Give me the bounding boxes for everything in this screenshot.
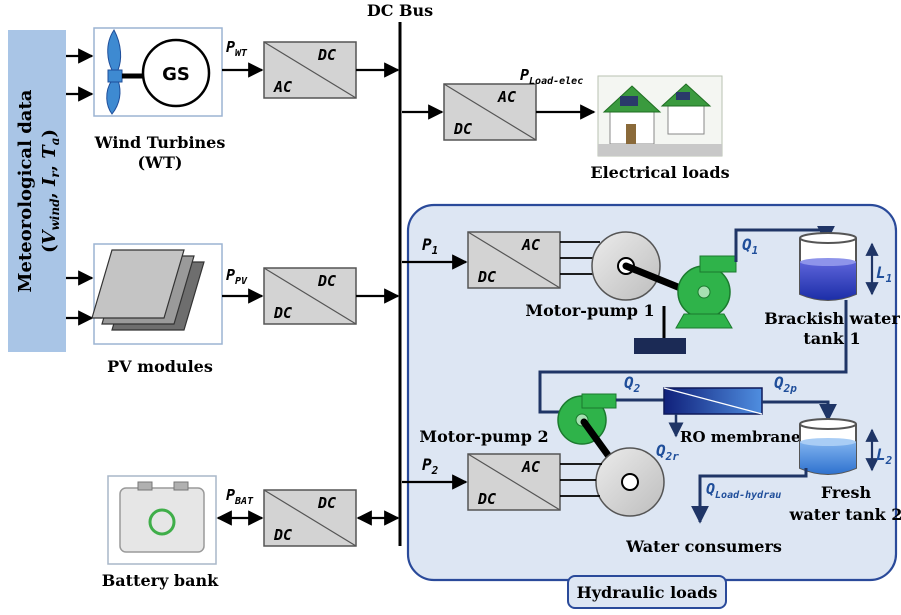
svg-text:DC: DC bbox=[317, 494, 336, 512]
svg-text:AC: AC bbox=[521, 236, 540, 254]
p1-label: P1 bbox=[422, 235, 438, 257]
svg-text:Meteorological data: Meteorological data bbox=[15, 89, 36, 292]
converter-pv: DC DC bbox=[263, 267, 357, 325]
brackish-tank-sublabel: tank 1 bbox=[803, 329, 860, 348]
turbine-blade-bottom-icon bbox=[106, 79, 121, 115]
converter-electrical: AC DC bbox=[443, 83, 537, 141]
motor-pump-1 bbox=[591, 231, 737, 354]
motor-pump-2-label: Motor-pump 2 bbox=[419, 427, 548, 446]
p-wt-label: PWT bbox=[226, 38, 248, 59]
svg-text:AC: AC bbox=[497, 88, 516, 106]
meteorological-data-label: Meteorological data (Vwind, Ir, Ta) bbox=[15, 89, 62, 292]
pipe-q2p bbox=[762, 400, 837, 422]
generator-label: GS bbox=[162, 64, 190, 85]
q2p-label: Q2p bbox=[774, 373, 797, 395]
fresh-water-tank bbox=[799, 418, 879, 475]
meteorological-data-box bbox=[8, 30, 66, 352]
ro-membrane-label: RO membrane bbox=[680, 428, 801, 446]
fresh-tank-label: Fresh bbox=[821, 483, 872, 502]
svg-text:(Vwind, Ir, Ta): (Vwind, Ir, Ta) bbox=[39, 129, 62, 253]
p-bat-label: PBAT bbox=[226, 486, 254, 507]
recycle-icon bbox=[148, 508, 176, 536]
electrical-loads-label: Electrical loads bbox=[590, 163, 729, 182]
battery-body-icon bbox=[119, 487, 205, 553]
svg-text:DC: DC bbox=[273, 304, 292, 322]
q2-label: Q2 bbox=[624, 373, 641, 395]
ro-membrane bbox=[663, 387, 763, 415]
pv-panel-front-icon bbox=[91, 249, 185, 319]
svg-text:DC: DC bbox=[317, 46, 336, 64]
converter-wt: DC AC bbox=[263, 41, 357, 99]
l2-label: L2 bbox=[876, 445, 893, 467]
svg-text:AC: AC bbox=[273, 78, 292, 96]
pipe-q-load-hydrau bbox=[691, 468, 808, 524]
well-icon bbox=[634, 338, 686, 354]
converter-battery: DC DC bbox=[263, 489, 357, 547]
pipe-brackish-to-pump2 bbox=[538, 300, 848, 414]
svg-text:DC: DC bbox=[273, 526, 292, 544]
l1-label: L1 bbox=[876, 263, 892, 285]
p-load-elec-label: PLoad-elec bbox=[520, 66, 583, 87]
q2r-label: Q2r bbox=[656, 441, 679, 463]
hydraulic-loads-label-box bbox=[567, 575, 727, 609]
hydraulic-loads-label: Hydraulic loads bbox=[577, 583, 718, 602]
brackish-water-tank bbox=[799, 232, 879, 301]
power-flow-arrows bbox=[216, 62, 596, 526]
brackish-tank-label: Brackish water bbox=[764, 309, 900, 328]
converter-pump-2: AC DC bbox=[467, 453, 561, 511]
svg-text:AC: AC bbox=[521, 458, 540, 476]
wind-turbines-abbrev: (WT) bbox=[137, 153, 182, 172]
p2-label: P2 bbox=[422, 455, 439, 477]
svg-text:DC: DC bbox=[453, 120, 472, 138]
electrical-loads-houses bbox=[597, 75, 723, 157]
svg-text:DC: DC bbox=[317, 272, 336, 290]
q-load-hydrau-label: QLoad-hydrau bbox=[706, 480, 781, 501]
converter-pump-1: AC DC bbox=[467, 231, 561, 289]
fresh-tank-sublabel: water tank 2 bbox=[789, 505, 901, 524]
p-pv-label: PPV bbox=[226, 266, 248, 287]
pump-2-wires bbox=[560, 463, 602, 497]
battery-bank-label: Battery bank bbox=[102, 571, 219, 590]
generator-icon bbox=[141, 38, 211, 108]
pv-modules bbox=[91, 243, 223, 345]
wind-turbine: GS bbox=[93, 27, 223, 117]
battery bbox=[107, 475, 217, 565]
meteo-arrows bbox=[66, 48, 94, 326]
motor-pump-1-label: Motor-pump 1 bbox=[525, 301, 654, 320]
wind-turbines-label: Wind Turbines bbox=[94, 133, 226, 152]
water-consumers-label: Water consumers bbox=[625, 537, 782, 556]
q1-label: Q1 bbox=[742, 235, 758, 257]
motor-pump-2 bbox=[557, 393, 665, 517]
pv-modules-label: PV modules bbox=[107, 357, 213, 376]
dc-bus-label: DC Bus bbox=[367, 1, 433, 20]
pump-1-wires bbox=[560, 241, 600, 275]
svg-text:DC: DC bbox=[477, 268, 496, 286]
svg-text:DC: DC bbox=[477, 490, 496, 508]
